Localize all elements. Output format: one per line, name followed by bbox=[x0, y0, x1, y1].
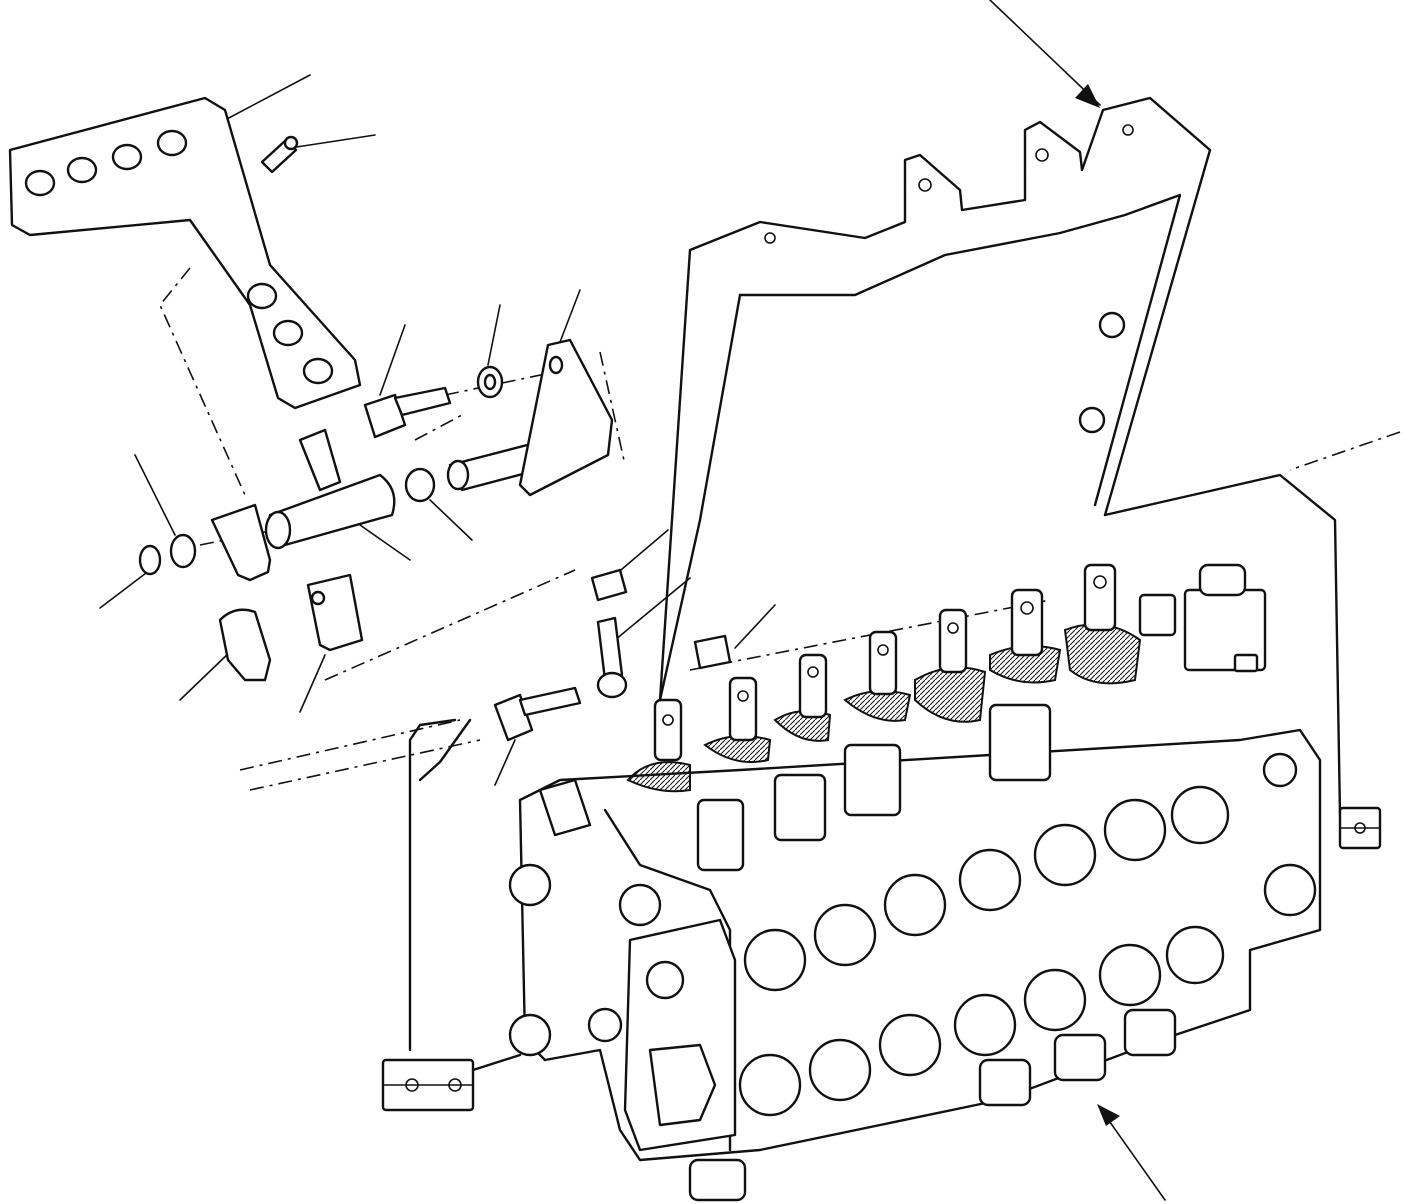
bracket-plate bbox=[518, 338, 614, 497]
control-valve bbox=[508, 563, 1322, 1202]
linkage-rod bbox=[493, 568, 732, 742]
leader-lines bbox=[99, 0, 1166, 1201]
clamp-brackets bbox=[381, 806, 1382, 1112]
circlip-and-bush bbox=[138, 533, 364, 682]
relief-valve bbox=[1138, 563, 1267, 673]
bolt-upper bbox=[363, 365, 504, 439]
end-caps bbox=[688, 703, 1177, 1202]
spool-stems bbox=[626, 563, 1142, 793]
centre-lines bbox=[159, 267, 1401, 791]
pedal-arm bbox=[8, 96, 362, 410]
screw bbox=[260, 135, 299, 174]
valve-sections bbox=[738, 752, 1317, 1117]
support-frame bbox=[408, 96, 1342, 1052]
